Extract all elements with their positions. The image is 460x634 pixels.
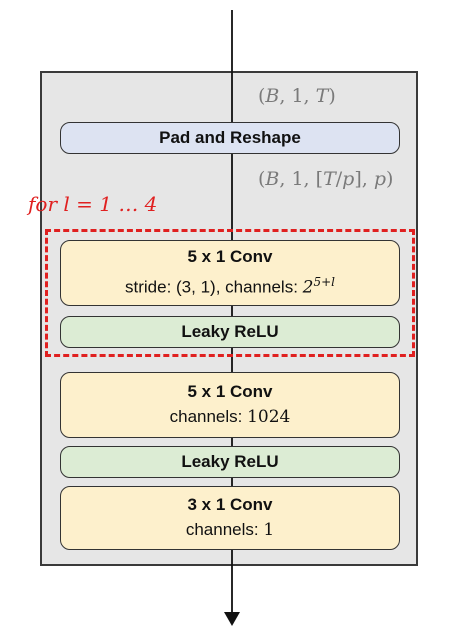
conv-mid-detail: channels: 1024 [169,407,291,427]
arrow-head [224,612,240,626]
pad-reshape-block: Pad and Reshape [60,122,400,154]
relu-mid-title: Leaky ReLU [181,452,279,471]
conv-out-title: 3 x 1 Conv [187,495,273,514]
conv-out-block: 3 x 1 Conv channels: 1 [60,486,400,550]
loop-box [45,229,415,357]
leaky-relu-loop-block: Leaky ReLU [60,316,400,348]
conv-loop-block: 5 x 1 Conv stride: (3, 1), channels: 25+… [60,240,400,306]
conv-loop-detail: stride: (3, 1), channels: 25+l [125,275,335,298]
reshaped-shape-label: (B, 1, [T/p], p) [258,168,394,190]
loop-label: for l = 1 … 4 [28,192,158,216]
conv-loop-title: 5 x 1 Conv [187,247,273,267]
input-shape-label: (B, 1, T) [258,85,336,107]
conv-mid-block: 5 x 1 Conv channels: 1024 [60,372,400,438]
pad-reshape-title: Pad and Reshape [159,128,301,147]
conv-mid-title: 5 x 1 Conv [187,382,273,401]
conv-out-detail: channels: 1 [185,520,275,540]
relu-loop-title: Leaky ReLU [181,322,279,341]
leaky-relu-mid-block: Leaky ReLU [60,446,400,478]
